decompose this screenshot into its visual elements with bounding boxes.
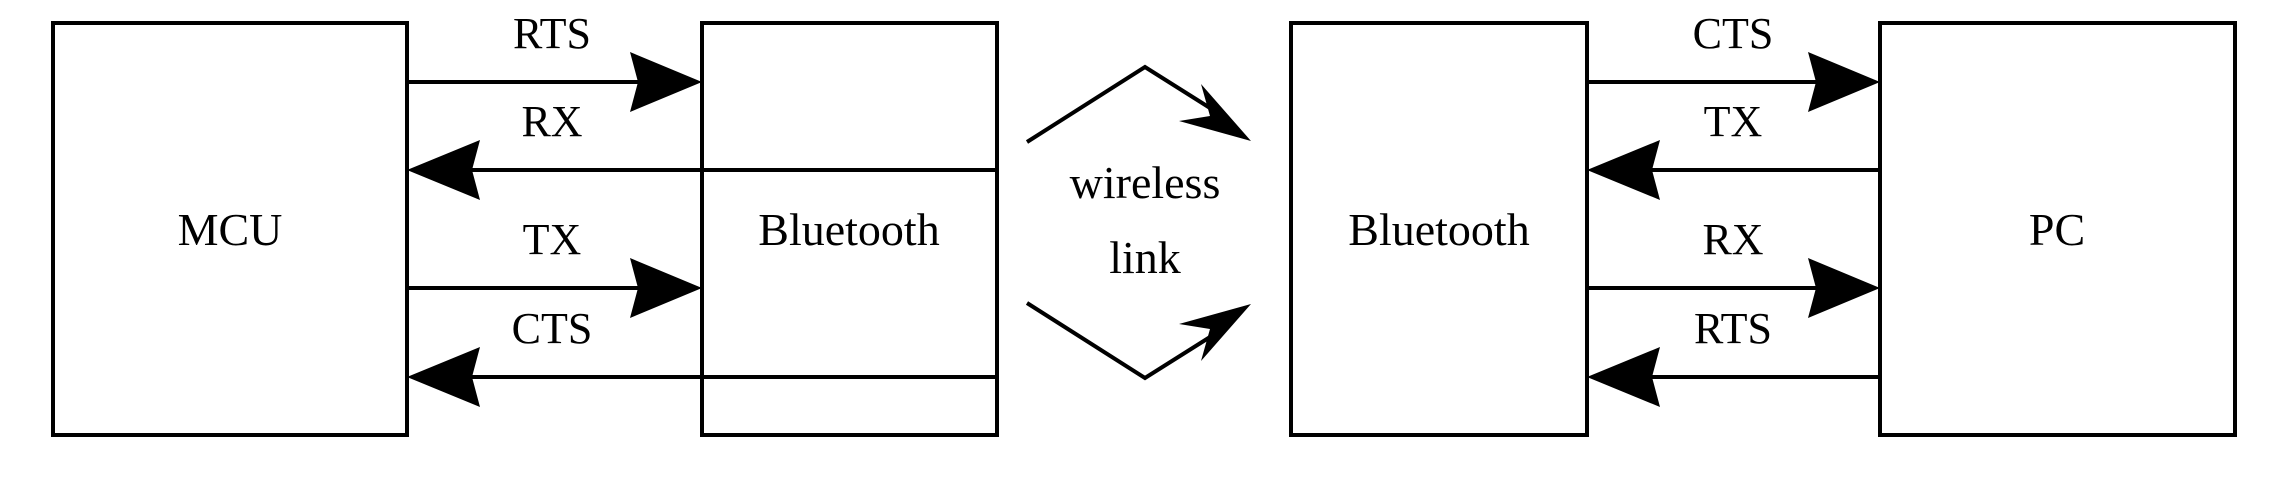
- wireless-link-lower-arrowhead: [1179, 304, 1251, 361]
- signal-right-cts[interactable]: CTS: [1587, 9, 1880, 112]
- node-pc[interactable]: PC: [1878, 21, 2237, 437]
- pc-label: PC: [2029, 204, 2085, 255]
- signal-left-cts-label: CTS: [512, 304, 593, 353]
- signal-right-cts-arrowhead-right: [1808, 52, 1880, 112]
- bluetooth-left-box-outline: [700, 21, 999, 437]
- node-bluetooth-left[interactable]: Bluetooth: [700, 21, 999, 437]
- signal-left-tx[interactable]: TX: [407, 215, 702, 318]
- bluetooth-right-box-outline: [1289, 21, 1589, 437]
- wireless-link-upper-line: [1025, 64, 1220, 144]
- signal-left-tx-arrowhead-right: [630, 258, 702, 318]
- node-bluetooth-right[interactable]: Bluetooth: [1289, 21, 1589, 437]
- signal-right-tx[interactable]: TX: [1587, 97, 1880, 200]
- signal-right-rts-arrowhead-left: [1587, 347, 1660, 407]
- signal-right-tx-label: TX: [1704, 97, 1763, 146]
- signal-left-rx-arrowhead-left: [407, 140, 480, 200]
- signal-right-rx-arrowhead-right: [1808, 258, 1880, 318]
- mcu-label: MCU: [178, 204, 283, 255]
- bluetooth-right-label: Bluetooth: [1348, 204, 1529, 255]
- wireless-link[interactable]: wireless link: [1025, 64, 1251, 381]
- pc-box-outline: [1878, 21, 2237, 437]
- wireless-link-upper-arrowhead: [1179, 84, 1251, 141]
- signal-left-cts[interactable]: CTS: [407, 304, 997, 407]
- signal-left-rts-arrowhead-right: [630, 52, 702, 112]
- signal-left-rx[interactable]: RX: [407, 97, 997, 200]
- signal-right-rx-label: RX: [1702, 215, 1763, 264]
- node-mcu[interactable]: MCU: [51, 21, 409, 437]
- signal-left-cts-arrowhead-left: [407, 347, 480, 407]
- signal-left-rx-label: RX: [521, 97, 582, 146]
- signal-left-rts[interactable]: RTS: [407, 9, 702, 112]
- signal-right-rx[interactable]: RX: [1587, 215, 1880, 318]
- bluetooth-left-label: Bluetooth: [758, 204, 939, 255]
- signal-left-rts-label: RTS: [513, 9, 591, 58]
- signal-left-tx-label: TX: [523, 215, 582, 264]
- mcu-box-outline: [51, 21, 409, 437]
- signal-right-tx-arrowhead-left: [1587, 140, 1660, 200]
- wireless-link-lower-line: [1025, 301, 1220, 381]
- signal-right-rts-label: RTS: [1694, 304, 1772, 353]
- wireless-link-label-line2: link: [1109, 232, 1181, 283]
- wireless-link-label-line1: wireless: [1070, 157, 1221, 208]
- signal-right-rts[interactable]: RTS: [1587, 304, 1880, 407]
- signal-right-cts-label: CTS: [1693, 9, 1774, 58]
